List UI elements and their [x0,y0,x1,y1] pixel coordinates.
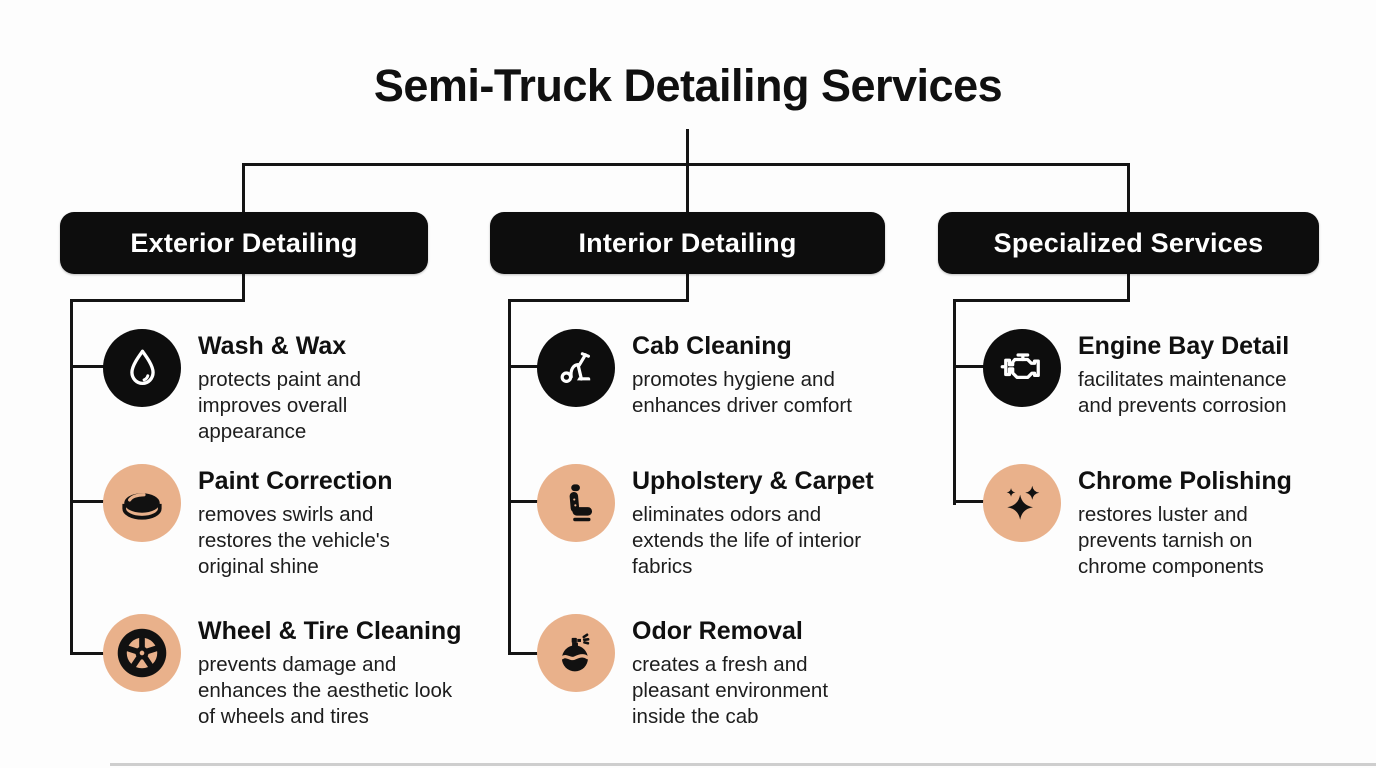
service-text: Chrome Polishing restores luster and pre… [1078,464,1292,580]
category-label: Exterior Detailing [130,227,358,258]
service-text: Wash & Wax protects paint and improves o… [198,329,380,445]
connector-drop-specialized [1127,163,1130,213]
connector-stub-wheel-tire [70,652,118,655]
service-description: creates a fresh and pleasant environment… [632,653,829,728]
connector-exterior-spine [70,299,73,655]
page-title: Semi-Truck Detailing Services [373,60,1003,111]
connector-specialized-down [1127,274,1130,302]
connector-interior-spine [508,299,511,655]
connector-stub-engine-bay [953,365,1001,368]
service-text: Engine Bay Detail facilitates maintenanc… [1078,329,1310,419]
bottom-edge-line [110,763,1376,766]
connector-stub-upholstery [508,500,556,503]
connector-exterior-elbow [70,299,245,302]
service-title: Upholstery & Carpet [632,467,874,495]
service-description: protects paint and improves overall appe… [198,368,361,443]
category-exterior-detailing: Exterior Detailing [60,212,428,274]
service-title: Paint Correction [198,467,393,495]
service-description: prevents damage and enhances the aesthet… [198,653,453,728]
connector-title-stem [686,129,689,166]
connector-specialized-elbow [953,299,1130,302]
service-description: removes swirls and restores the vehicle'… [198,503,390,578]
service-title: Wheel & Tire Cleaning [198,617,462,645]
connector-interior-down [686,274,689,302]
connector-specialized-spine [953,299,956,505]
category-specialized-services: Specialized Services [938,212,1319,274]
category-label: Interior Detailing [578,227,797,258]
service-text: Cab Cleaning promotes hygiene and enhanc… [632,329,870,419]
service-title: Cab Cleaning [632,332,792,360]
service-text: Wheel & Tire Cleaning prevents damage an… [198,614,461,730]
connector-stub-wash-wax [70,365,118,368]
service-title: Chrome Polishing [1078,467,1292,495]
service-text: Odor Removal creates a fresh and pleasan… [632,614,854,730]
service-item-chrome-polishing: Chrome Polishing restores luster and pre… [983,464,1292,580]
service-title: Wash & Wax [198,332,347,360]
service-title: Odor Removal [632,617,803,645]
connector-exterior-down [242,274,245,302]
engine-icon [983,329,1061,407]
seat-icon [537,464,615,542]
category-label: Specialized Services [993,227,1264,258]
connector-stub-cab-cleaning [508,365,556,368]
connector-drop-interior [686,163,689,213]
service-item-upholstery-carpet: Upholstery & Carpet eliminates odors and… [537,464,890,580]
service-text: Paint Correction removes swirls and rest… [198,464,410,580]
wheel-icon [103,614,181,692]
connector-interior-elbow [508,299,689,302]
vacuum-icon [537,329,615,407]
service-item-wash-wax: Wash & Wax protects paint and improves o… [103,329,380,445]
service-description: facilitates maintenance and prevents cor… [1078,368,1287,417]
service-description: eliminates odors and extends the life of… [632,503,862,578]
service-description: promotes hygiene and enhances driver com… [632,368,852,417]
service-title: Engine Bay Detail [1078,332,1290,360]
sparkles-icon [983,464,1061,542]
category-interior-detailing: Interior Detailing [490,212,885,274]
connector-stub-chrome-polishing [953,500,1001,503]
connector-drop-exterior [242,163,245,213]
connector-stub-odor-removal [508,652,556,655]
service-item-engine-bay: Engine Bay Detail facilitates maintenanc… [983,329,1310,419]
service-item-cab-cleaning: Cab Cleaning promotes hygiene and enhanc… [537,329,870,419]
buffing-pad-icon [103,464,181,542]
water-drop-icon [103,329,181,407]
service-item-paint-correction: Paint Correction removes swirls and rest… [103,464,410,580]
service-item-wheel-tire: Wheel & Tire Cleaning prevents damage an… [103,614,461,730]
service-description: restores luster and prevents tarnish on … [1078,503,1264,578]
perfume-spray-icon [537,614,615,692]
service-text: Upholstery & Carpet eliminates odors and… [632,464,890,580]
service-item-odor-removal: Odor Removal creates a fresh and pleasan… [537,614,854,730]
connector-stub-paint-correction [70,500,118,503]
